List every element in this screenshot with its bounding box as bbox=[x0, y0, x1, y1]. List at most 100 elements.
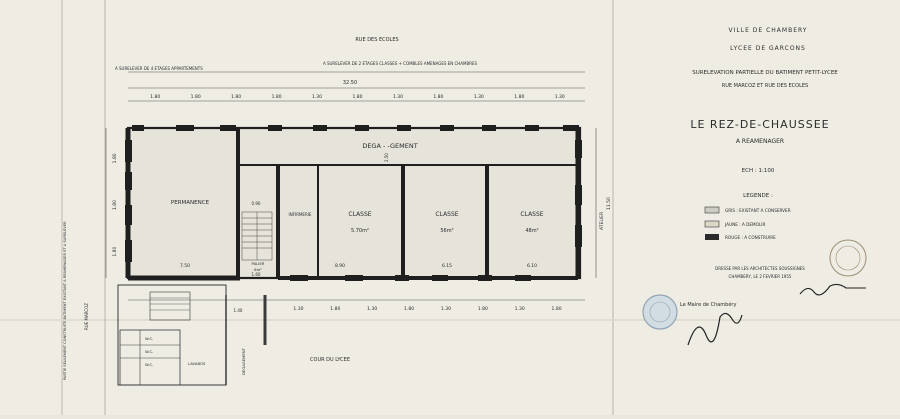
left-dimension-labels: 1.80 1.80 1.80 bbox=[112, 153, 118, 256]
dimension-label: 1.30 bbox=[555, 94, 565, 100]
legend-title: LEGENDE : bbox=[743, 193, 773, 199]
dimension-label: 1.80 bbox=[231, 94, 241, 100]
stair-annex bbox=[149, 291, 191, 321]
room-palier: PALIER bbox=[252, 261, 265, 266]
dim-090: 0.90 bbox=[252, 201, 261, 206]
dimension-label: 1.30 bbox=[515, 306, 525, 312]
pier bbox=[125, 140, 132, 162]
dimension-label: 1.80 bbox=[330, 306, 340, 312]
dim-610: 6.10 bbox=[527, 263, 537, 269]
pier bbox=[432, 275, 448, 281]
corridor-label: DEGA - -GEMENT bbox=[362, 142, 417, 150]
dim-890: 8.90 bbox=[335, 263, 345, 269]
dimension-label: 1.80 bbox=[352, 94, 362, 100]
dim-615: 6.15 bbox=[442, 263, 452, 269]
street-label-top: RUE DES ECOLES bbox=[355, 37, 398, 43]
school-title: LYCEE DE GARCONS bbox=[730, 45, 806, 52]
pier bbox=[125, 172, 132, 190]
room-classe-2-area: 56m² bbox=[440, 228, 453, 234]
architect-stamp-inner bbox=[835, 245, 861, 271]
legend-label-grey: GRIS : EXISTANT A CONSERVER bbox=[725, 208, 791, 213]
courtyard-label: COUR DU LYCEE bbox=[310, 357, 350, 363]
pier bbox=[575, 185, 582, 205]
dimension-label: 1.80 bbox=[552, 306, 562, 312]
legend-swatch-grey bbox=[704, 206, 720, 214]
dimension-label: 1.80 bbox=[150, 94, 160, 100]
dim-250: 2.50 bbox=[384, 153, 389, 162]
pier bbox=[125, 240, 132, 262]
scale: ECH : 1:100 bbox=[742, 168, 775, 174]
room-classe-1-area: 5.70m² bbox=[351, 228, 369, 234]
pier bbox=[220, 125, 236, 131]
street-label-left: RUE MARCOZ bbox=[84, 303, 89, 330]
pier bbox=[132, 125, 144, 131]
pier bbox=[355, 125, 369, 131]
dim-160: 1.60 bbox=[252, 272, 261, 277]
legend-label-yellow: JAUNE : A DEMOLIR bbox=[724, 222, 765, 227]
dimension-label: 1.80 bbox=[514, 94, 524, 100]
mayor-stamp-seal bbox=[642, 294, 678, 330]
room-wc-3: W.C. bbox=[145, 362, 153, 367]
room-degagement-2: DEGAGEMENT bbox=[241, 347, 246, 375]
pier bbox=[515, 275, 531, 281]
dimension-label: 1.80 bbox=[478, 306, 488, 312]
atelier-label: ATELIER bbox=[599, 212, 605, 230]
mayor-stamp-text: Le Maire de Chambéry bbox=[680, 301, 736, 308]
dimension-label: 1.80 bbox=[404, 306, 414, 312]
sheet-subtitle: A REAMENAGER bbox=[736, 138, 784, 145]
room-classe-3-area: 48m² bbox=[525, 228, 538, 234]
dim-140: 1.40 bbox=[234, 308, 243, 313]
pier bbox=[563, 125, 579, 131]
project-line-1: SURELEVATION PARTIELLE DU BATIMENT PETIT… bbox=[692, 70, 838, 76]
legend-swatch-yellow bbox=[704, 220, 720, 228]
mayor-stamp-inner bbox=[649, 301, 671, 323]
wall-piers bbox=[125, 125, 582, 281]
total-dim: 32.50 bbox=[343, 80, 357, 86]
city-title: VILLE DE CHAMBERY bbox=[729, 27, 808, 34]
room-lavabos: LAVABOS bbox=[188, 361, 206, 366]
architect-signature bbox=[799, 283, 866, 296]
pier bbox=[176, 125, 194, 131]
room-palier-area: 6m² bbox=[254, 267, 262, 272]
room-classe-3: CLASSE bbox=[520, 211, 543, 218]
title-block: VILLE DE CHAMBERY LYCEE DE GARCONS SUREL… bbox=[642, 27, 867, 346]
pier bbox=[395, 275, 409, 281]
note-left-vertical: PARTIE SEULEMENT CONSTRUITE BATIMENT EXI… bbox=[63, 221, 67, 380]
pier bbox=[478, 275, 492, 281]
room-wc-2: W.C. bbox=[145, 349, 153, 354]
top-dimension-labels: 1.80 1.80 1.80 1.80 1.30 1.80 1.30 1.80 1.30 1.80… bbox=[150, 94, 565, 100]
dimension-label: 1.80 bbox=[433, 94, 443, 100]
drawn-by-line-1: DRESSE PAR LES ARCHITECTES SOUSSIGNES bbox=[715, 266, 805, 271]
pier bbox=[125, 205, 132, 225]
dimension-label: 1.30 bbox=[474, 94, 484, 100]
dimension-label: 1.80 bbox=[112, 200, 118, 210]
existing-annex bbox=[117, 284, 267, 386]
pier bbox=[313, 125, 327, 131]
dimension-label: 1.80 bbox=[112, 153, 118, 163]
pier bbox=[290, 275, 308, 281]
dimension-label: 1.30 bbox=[367, 306, 377, 312]
pier bbox=[440, 125, 454, 131]
dimension-label: 1.30 bbox=[293, 306, 303, 312]
legend-label-red: ROUGE : A CONSTRUIRE bbox=[725, 235, 776, 240]
pier bbox=[397, 125, 411, 131]
pier bbox=[525, 125, 539, 131]
staircase bbox=[241, 211, 273, 261]
note-left-top: A SURELEVER DE 4 ETAGES APPARTEMENTS bbox=[115, 66, 203, 71]
dimension-label: 1.80 bbox=[191, 94, 201, 100]
dimension-label: 1.30 bbox=[393, 94, 403, 100]
room-classe-2: CLASSE bbox=[435, 211, 458, 218]
right-dim: 11.50 bbox=[606, 197, 612, 210]
room-classe-1: CLASSE bbox=[348, 211, 371, 218]
room-wc-1: W.C. bbox=[145, 336, 153, 341]
legend-swatch-red bbox=[705, 234, 719, 240]
dimension-label: 1.80 bbox=[272, 94, 282, 100]
dimension-label: 1.30 bbox=[312, 94, 322, 100]
pier bbox=[575, 225, 582, 247]
dimension-label: 1.80 bbox=[112, 247, 118, 257]
room-infirmerie: INFIRMERIE bbox=[289, 212, 312, 217]
pier bbox=[575, 140, 582, 158]
